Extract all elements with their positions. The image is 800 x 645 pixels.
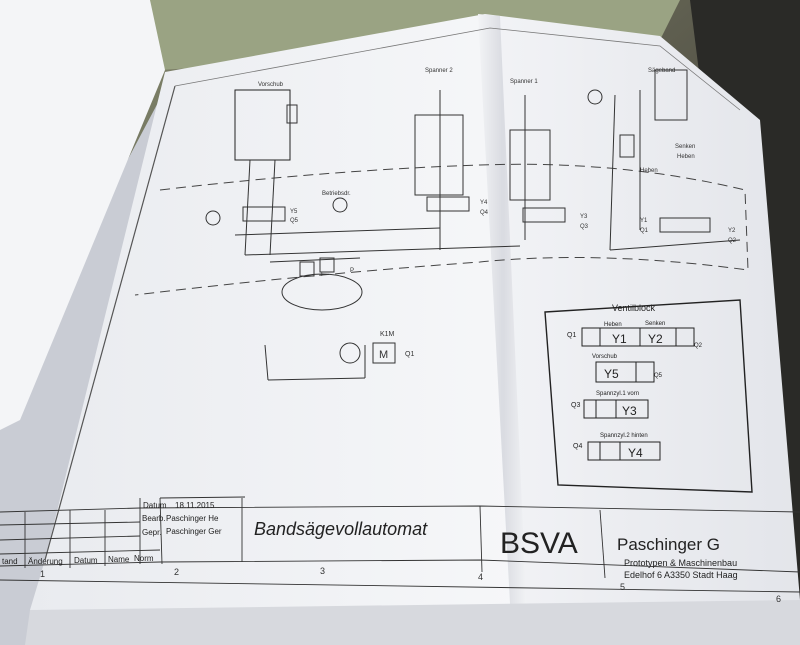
label-q4: Q4 (480, 210, 489, 216)
label-y2: Y2 (728, 228, 736, 234)
ventilblock-title: Ventilblock (612, 303, 656, 313)
vb-vorschub: Vorschub (592, 354, 618, 360)
label-q1-motor: Q1 (405, 351, 414, 358)
vb-q1: Q1 (567, 332, 576, 339)
tb-gepr-value: Paschinger Ger (166, 527, 222, 536)
label-q1-top: Q1 (640, 228, 649, 234)
tb-bearb-label: Bearb. (142, 514, 166, 523)
book-cover-left (0, 0, 165, 430)
label-y3: Y3 (580, 214, 588, 220)
tb-datum-label: Datum (143, 501, 167, 510)
tb-name: Name (108, 555, 130, 564)
grid-2: 2 (174, 567, 179, 577)
label-betriebsdr: Betriebsdr. (322, 191, 351, 197)
label-heben-bottom: Heben (640, 168, 658, 174)
label-spanner2: Spanner 2 (425, 68, 453, 74)
tb-sub2: Edelhof 6 A3350 Stadt Haag (624, 570, 738, 580)
vb-spann2: Spannzyl.2 hinten (600, 433, 648, 439)
tb-stand: tand (2, 557, 18, 566)
dashed-outline (134, 163, 749, 296)
grid-4: 4 (478, 572, 483, 582)
label-t: T (320, 272, 324, 278)
label-y4: Y4 (480, 200, 488, 206)
vb-senken: Senken (645, 321, 665, 327)
vb-q3: Q3 (571, 402, 580, 409)
grid-6: 6 (776, 594, 781, 604)
tb-datum-value: 18.11.2015 (175, 501, 215, 510)
label-q5: Q5 (290, 218, 299, 224)
bottom-page-edge (25, 600, 800, 645)
vb-q5: Q5 (654, 373, 663, 379)
tb-sub1: Prototypen & Maschinenbau (624, 558, 737, 568)
ventilblock: Ventilblock Heben Senken Q1 Y1 Y2 Q2 Vor… (544, 299, 753, 493)
label-zylinder: Vorschub (258, 82, 284, 88)
tb-datum2: Datum (74, 556, 98, 565)
grid-3: 3 (320, 566, 325, 576)
label-senken: Senken (675, 144, 695, 150)
title-block (0, 496, 800, 593)
label-y5: Y5 (290, 209, 298, 215)
tb-gepr-label: Gepr. (142, 528, 162, 537)
tb-bearb-value: Paschinger He (166, 514, 219, 523)
grid-5: 5 (620, 582, 625, 592)
vb-y5: Y5 (604, 367, 619, 381)
frame-left (44, 85, 176, 561)
label-heben-side: Heben (677, 154, 695, 160)
tb-aenderung: Änderung (28, 557, 63, 566)
label-y1: Y1 (640, 218, 648, 224)
left-page (30, 14, 520, 640)
vb-y1: Y1 (612, 332, 627, 346)
grid-1: 1 (40, 569, 45, 579)
tb-title: Bandsägevollautomat (254, 519, 428, 539)
label-saegeband: Sägeband (648, 68, 675, 74)
vb-heben: Heben (604, 322, 622, 328)
hydraulic-lines (205, 69, 741, 381)
label-spanner1: Spanner 1 (510, 79, 538, 85)
vb-y2: Y2 (648, 332, 663, 346)
frame-top (174, 27, 741, 111)
vb-q4: Q4 (573, 443, 582, 450)
label-motor: M (379, 349, 388, 361)
right-page (485, 14, 800, 640)
tb-code: BSVA (500, 527, 578, 560)
label-p: P (350, 268, 354, 274)
vb-y4: Y4 (628, 446, 643, 460)
tb-norm-label: Norm (134, 554, 154, 563)
label-q3: Q3 (580, 224, 589, 230)
vb-q2: Q2 (694, 343, 703, 349)
tb-company: Paschinger G (617, 535, 720, 554)
label-k1m: K1M (380, 331, 395, 338)
label-q2: Q2 (728, 238, 737, 244)
vb-spann1: Spannzyl.1 vorn (596, 391, 639, 397)
vb-y3: Y3 (622, 404, 637, 418)
page-gutter (478, 14, 528, 640)
